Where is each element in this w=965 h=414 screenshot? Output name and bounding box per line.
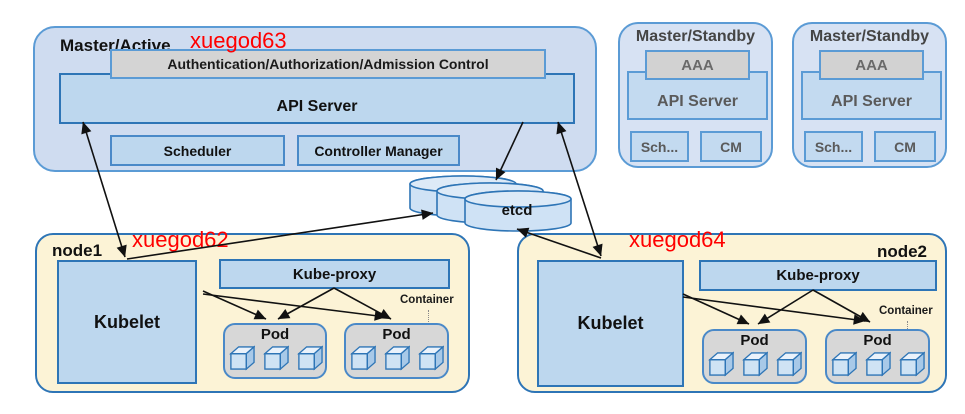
pod-box: Pod — [344, 323, 449, 379]
worker-node-2: node2 xuegod64 Kubelet Kube-proxy Contai… — [517, 227, 947, 393]
node-hostname: xuegod62 — [132, 227, 229, 252]
node-hostname: xuegod64 — [629, 227, 726, 252]
pod-label: Pod — [740, 332, 769, 349]
pod-label: Pod — [382, 326, 411, 343]
container-cube-icon — [262, 345, 289, 371]
container-cubes — [349, 344, 444, 371]
container-pointer-line — [428, 310, 429, 332]
worker-node-1: node1 xuegod62 Kubelet Kube-proxy Contai… — [35, 227, 470, 393]
kube-proxy-box: Kube-proxy — [219, 259, 450, 289]
pod-box: Pod — [702, 329, 807, 384]
api-server-box: API Server — [59, 73, 575, 124]
admission-control-bar: Authentication/Authorization/Admission C… — [110, 49, 546, 79]
standby-scheduler-box: Sch... — [804, 131, 863, 162]
aaa-box: AAA — [819, 50, 924, 80]
container-cubes — [707, 350, 802, 377]
pod-box: Pod — [223, 323, 327, 379]
pod-label: Pod — [260, 326, 290, 343]
pod-label: Pod — [863, 332, 892, 349]
container-cube-icon — [865, 351, 891, 377]
master-standby-panel-2: Master/Standby AAA API Server Sch... CM — [792, 22, 947, 168]
master-standby-title: Master/Standby — [809, 28, 930, 45]
container-label: Container — [400, 294, 454, 306]
container-cube-icon — [742, 351, 768, 377]
node-name: node1 — [52, 241, 103, 260]
master-active-hostname: xuegod63 — [190, 28, 287, 53]
standby-api-server-label: API Server — [831, 93, 912, 110]
master-active-panel: Master/Active xuegod63 Authentication/Au… — [33, 26, 597, 172]
controller-manager-box: Controller Manager — [297, 135, 460, 166]
container-cube-icon — [384, 345, 410, 371]
standby-api-server-label: API Server — [657, 93, 738, 110]
kubelet-box: Kubelet — [57, 260, 197, 384]
etcd-label: etcd — [501, 202, 533, 219]
standby-scheduler-box: Sch... — [630, 131, 689, 162]
container-cube-icon — [899, 351, 925, 377]
container-cube-icon — [831, 351, 857, 377]
container-cubes — [228, 344, 323, 371]
aaa-box: AAA — [645, 50, 750, 80]
scheduler-box: Scheduler — [110, 135, 285, 166]
master-standby-title: Master/Standby — [635, 28, 756, 45]
container-cubes — [830, 350, 925, 377]
node-name: node2 — [876, 242, 927, 261]
container-cube-icon — [228, 345, 255, 371]
standby-controller-manager-box: CM — [874, 131, 936, 162]
kubelet-box: Kubelet — [537, 260, 684, 387]
master-standby-panel-1: Master/Standby AAA API Server Sch... CM — [618, 22, 773, 168]
api-server-label: API Server — [276, 98, 358, 115]
container-cube-icon — [418, 345, 444, 371]
container-cube-icon — [296, 345, 323, 371]
container-cube-icon — [776, 351, 802, 377]
pod-box: Pod — [825, 329, 930, 384]
standby-controller-manager-box: CM — [700, 131, 762, 162]
container-cube-icon — [350, 345, 376, 371]
kube-proxy-box: Kube-proxy — [699, 260, 937, 291]
container-cube-icon — [708, 351, 734, 377]
container-label: Container — [879, 305, 933, 317]
